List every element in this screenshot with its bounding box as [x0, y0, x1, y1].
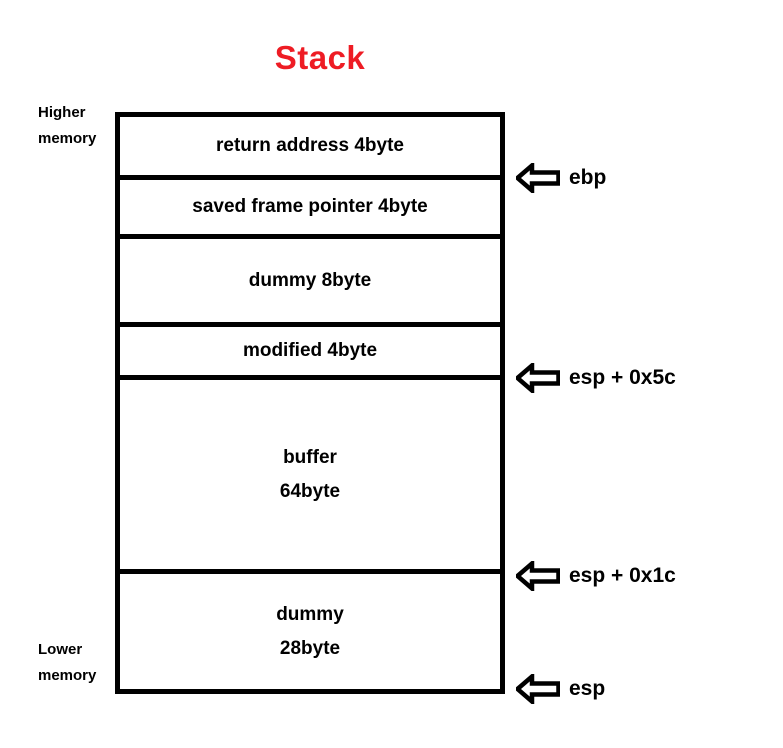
- pointer-label-esp: esp: [569, 677, 606, 700]
- left-block-arrow-icon: [516, 363, 560, 393]
- lower-memory-label: Lower memory: [38, 637, 128, 689]
- pointer-label-ebp: ebp: [569, 166, 607, 189]
- stack-row-label: buffer: [283, 446, 337, 468]
- pointer-label-esp-5c: esp + 0x5c: [569, 366, 676, 389]
- left-block-arrow-icon: [516, 163, 560, 193]
- higher-memory-label-line1: Higher: [38, 104, 86, 121]
- stack-row-size: 64byte: [279, 480, 341, 502]
- stack-row-buffer: buffer 64byte: [120, 380, 500, 574]
- pointer-annotation-ebp: ebp: [516, 163, 606, 193]
- higher-memory-label-line2: memory: [38, 130, 97, 147]
- pointer-annotation-esp: esp: [516, 674, 605, 704]
- pointer-annotation-esp-5c: esp + 0x5c: [516, 363, 676, 393]
- stack-row-label: modified 4byte: [242, 340, 378, 361]
- stack-box: return address 4byte saved frame pointer…: [115, 112, 505, 694]
- stack-row-modified-4byte: modified 4byte: [120, 327, 500, 380]
- stack-row-size: 28byte: [279, 637, 341, 659]
- stack-row-label: dummy: [276, 603, 344, 625]
- stack-row-label: dummy 8byte: [248, 269, 372, 291]
- stack-row-saved-frame-pointer: saved frame pointer 4byte: [120, 180, 500, 239]
- left-block-arrow-icon: [516, 561, 560, 591]
- stack-row-return-address: return address 4byte: [120, 117, 500, 180]
- stack-row-label: return address 4byte: [216, 135, 404, 156]
- pointer-label-esp-1c: esp + 0x1c: [569, 564, 676, 587]
- stack-row-label: saved frame pointer 4byte: [192, 196, 428, 217]
- stack-row-dummy-28byte: dummy 28byte: [120, 574, 500, 689]
- pointer-annotation-esp-1c: esp + 0x1c: [516, 561, 676, 591]
- stack-row-dummy-8byte: dummy 8byte: [120, 239, 500, 327]
- page-title: Stack: [274, 39, 366, 76]
- left-block-arrow-icon: [516, 674, 560, 704]
- lower-memory-label-line1: Lower: [38, 641, 83, 658]
- lower-memory-label-line2: memory: [38, 667, 97, 684]
- higher-memory-label: Higher memory: [38, 100, 128, 152]
